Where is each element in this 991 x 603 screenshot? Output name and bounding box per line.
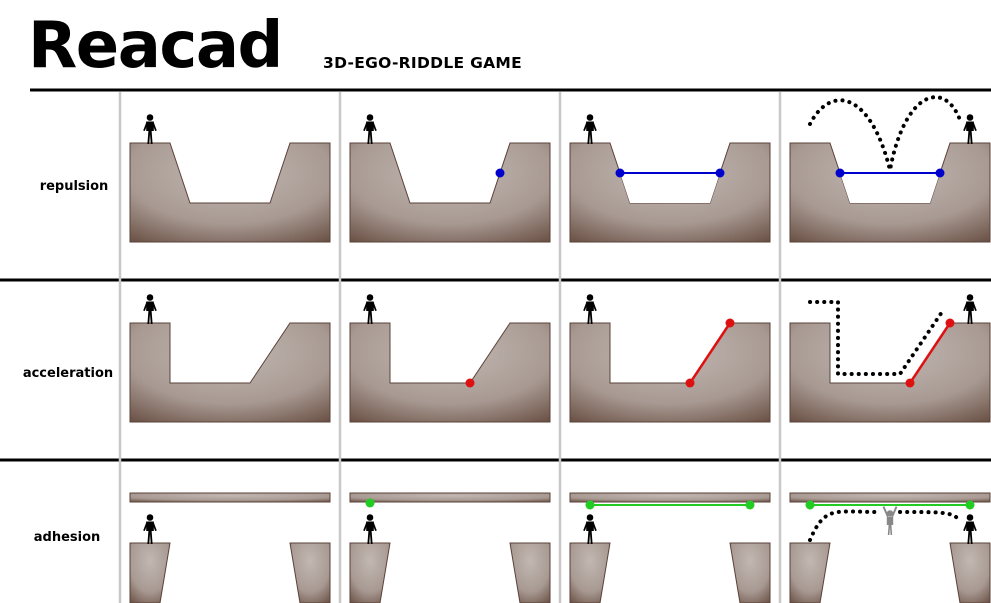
- terrain-slope: [569, 322, 771, 423]
- game-title: Reacad: [28, 9, 283, 83]
- acceleration-step-2: [349, 294, 551, 423]
- ceiling-bar: [129, 492, 331, 503]
- acceleration-marker: [685, 378, 695, 388]
- repulsion-step-4: [789, 95, 991, 243]
- person-icon: [363, 114, 377, 144]
- row-label-repulsion: repulsion: [40, 179, 109, 194]
- adhesion-marker: [745, 500, 755, 510]
- ceiling-bar: [789, 492, 991, 503]
- adhesion-marker: [805, 500, 815, 510]
- adhesion-step-2: [349, 492, 551, 603]
- left-pillar: [789, 542, 831, 603]
- row-label-adhesion: adhesion: [34, 530, 101, 545]
- repulsion-marker: [495, 168, 505, 178]
- repulsion-marker: [715, 168, 725, 178]
- header: Reacad 3D-EGO-RIDDLE GAME: [0, 0, 991, 90]
- adhesion-step-4: [789, 492, 991, 603]
- acceleration-marker: [725, 318, 735, 328]
- acceleration-step-4: [789, 294, 991, 423]
- ceiling-bar: [349, 492, 551, 503]
- terrain-pit: [789, 142, 991, 243]
- acceleration-marker: [945, 318, 955, 328]
- repulsion-marker: [615, 168, 625, 178]
- person-icon: [963, 294, 977, 324]
- repulsion-marker: [835, 168, 845, 178]
- right-pillar: [289, 542, 331, 603]
- person-icon: [143, 294, 157, 324]
- acceleration-marker: [465, 378, 475, 388]
- left-pillar: [129, 542, 171, 603]
- person-icon: [583, 514, 597, 544]
- person-icon: [143, 514, 157, 544]
- acceleration-step-3: [569, 294, 771, 423]
- left-pillar: [569, 542, 611, 603]
- adhesion-marker: [585, 500, 595, 510]
- person-icon: [143, 114, 157, 144]
- grid-lines: [0, 88, 991, 462]
- acceleration-step-1: [129, 294, 331, 423]
- repulsion-marker: [935, 168, 945, 178]
- acceleration-marker: [905, 378, 915, 388]
- terrain-pit: [569, 142, 771, 243]
- column-dividers: [118, 92, 782, 603]
- row-label-acceleration: acceleration: [23, 366, 113, 381]
- person-icon: [963, 514, 977, 544]
- ceiling-bar: [569, 492, 771, 503]
- left-pillar: [349, 542, 391, 603]
- adhesion-step-1: [129, 492, 331, 603]
- person-icon: [363, 294, 377, 324]
- acceleration-line: [908, 322, 952, 384]
- adhesion-row: [129, 492, 991, 603]
- right-pillar: [509, 542, 551, 603]
- terrain-pit: [349, 142, 551, 243]
- acceleration-row: [129, 294, 991, 423]
- terrain-slope: [129, 322, 331, 423]
- adhesion-marker: [365, 498, 375, 508]
- hanging-person-icon: [882, 506, 898, 535]
- bridge-gap: [840, 173, 940, 203]
- repulsion-row: [129, 95, 991, 243]
- right-pillar: [729, 542, 771, 603]
- person-icon: [363, 514, 377, 544]
- repulsion-step-2: [349, 114, 551, 243]
- repulsion-step-1: [129, 114, 331, 243]
- jump-trajectory: [808, 95, 962, 171]
- repulsion-step-3: [569, 114, 771, 243]
- game-subtitle: 3D-EGO-RIDDLE GAME: [323, 54, 523, 72]
- acceleration-line: [688, 322, 732, 384]
- adhesion-marker: [965, 500, 975, 510]
- bridge-gap: [620, 173, 720, 203]
- right-pillar: [949, 542, 991, 603]
- person-icon: [583, 294, 597, 324]
- adhesion-step-3: [569, 492, 771, 603]
- hang-trajectory: [808, 509, 962, 542]
- run-trajectory: [808, 300, 944, 376]
- terrain-slope: [349, 322, 551, 423]
- terrain-pit: [129, 142, 331, 243]
- terrain-slope: [789, 322, 991, 423]
- person-icon: [963, 114, 977, 144]
- person-icon: [583, 114, 597, 144]
